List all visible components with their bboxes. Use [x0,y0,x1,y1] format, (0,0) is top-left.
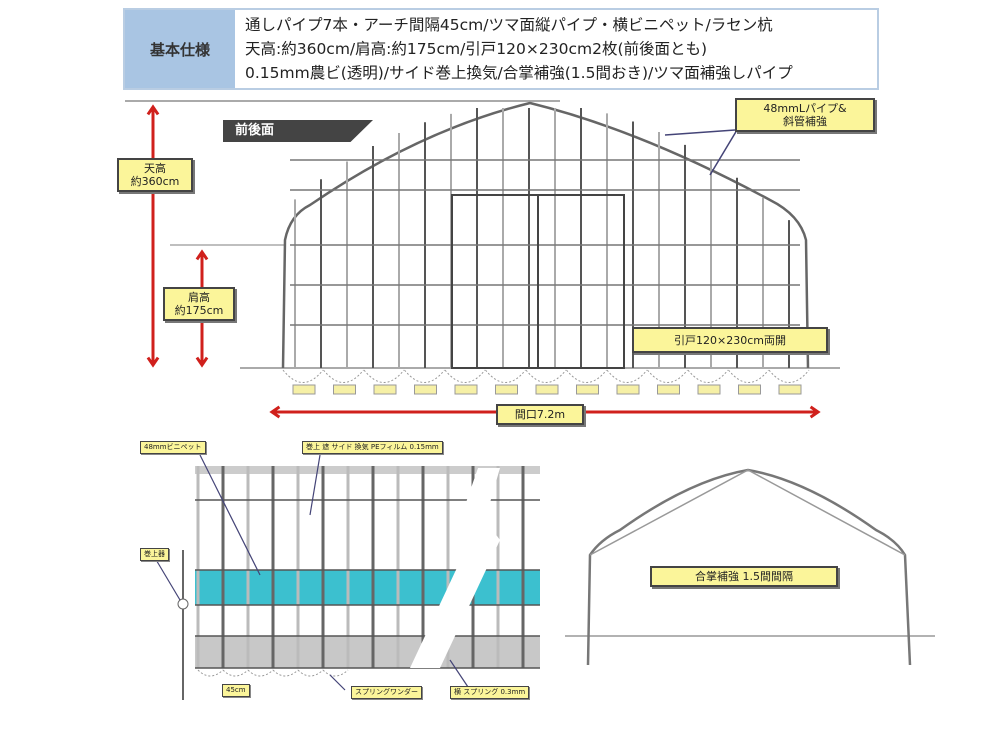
ridge-height-arrow-head [146,104,160,116]
leader-line [329,674,346,691]
winder-label: 巻上器 [140,548,169,561]
spacing-curve [444,369,486,383]
spacing-curve [566,369,607,383]
spec-body: 通しパイプ7本・アーチ間隔45cm/ツマ面縦パイプ・横ビニペット/ラセン杭 天高… [235,10,877,88]
leader-line [154,557,181,601]
spacing-curve [197,669,224,677]
spacing-curve [322,669,349,677]
spacing-curve [404,369,445,383]
spacing-curve [282,369,324,383]
spacing-curve [525,369,567,383]
spec-heading: 基本仕様 [125,10,235,88]
film-label: 巻上 遮 サイド 換気 PEフィルム 0.15mm [302,441,443,454]
spring2-label: 横 スプリング 0.3mm [450,686,530,699]
break-mark [410,468,500,668]
spacing-tag [697,384,721,395]
width-arrow-head [269,405,281,419]
spacing-curve [323,369,364,383]
leader-line [199,454,261,576]
pipe-note-line: 48mmLパイプ& [763,102,847,115]
side-lower-band [195,636,540,668]
spacing-curve [647,369,688,383]
spacing-curve [297,669,324,677]
shoulder-height-arrow-head [195,356,209,368]
spacing-tag [333,384,356,395]
leader-line [449,659,471,691]
spacing-curve [485,369,526,383]
leader-line [309,454,321,516]
spacing-tag [657,384,680,395]
shoulder-height-title: 肩高 [188,291,210,304]
width-label: 間口7.2m [496,404,584,425]
front-view-tag: 前後面 [223,120,373,142]
spacing-curve [606,369,648,383]
leader-line [709,124,741,176]
spacing-tag [576,384,599,395]
spacing-curve [687,369,729,383]
shoulder-height-value: 約175cm [174,304,224,317]
spacing-tag [292,384,316,395]
spacing-curve [272,669,299,677]
spacing-tag [738,384,761,395]
shoulder-height-arrow-head [195,249,209,261]
pipe-note-line: 斜管補強 [783,115,827,128]
shoulder-height-label: 肩高約175cm [163,287,235,321]
door-note-label: 引戸120×230cm両開 [632,327,828,353]
spacing-tag [414,384,437,395]
spacing-tag [454,384,478,395]
spacing-tag [778,384,802,395]
spec-line: 天高:約360cm/肩高:約175cm/引戸120×230cm2枚(前後面とも) [245,40,708,58]
truss-brace [589,469,906,556]
pipe-note-label: 48mmLパイプ&斜管補強 [735,98,875,132]
vinipet-label: 48mmビニペット [140,441,206,454]
spacing-tag [616,384,640,395]
spacing-curve [247,669,274,677]
truss-label: 合掌補強 1.5間間隔 [650,566,838,587]
spring-label: スプリングワンダー [351,686,422,699]
spacing-curve [768,369,810,383]
spacing-curve [363,369,405,383]
side-top-bar [195,466,540,474]
spacing-curve [222,669,249,677]
ridge-height-arrow-head [146,356,160,368]
spacing-tag [373,384,397,395]
winder-handle [177,598,189,610]
leader-line [664,129,736,136]
ridge-height-value: 約360cm [130,175,180,188]
spec-line: 0.15mm農ビ(透明)/サイド巻上換気/合掌補強(1.5間おき)/ツマ面補強し… [245,64,793,82]
spacing-tag [535,384,559,395]
arch-outline [281,101,810,369]
ridge-height-label: 天高約360cm [117,158,193,192]
width-arrow-head [809,405,821,419]
spacing-curve [728,369,769,383]
spacing-tag [495,384,518,395]
spacing-label: 45cm [222,684,250,697]
ridge-height-title: 天高 [144,162,166,175]
spec-line: 通しパイプ7本・アーチ間隔45cm/ツマ面縦パイプ・横ビニペット/ラセン杭 [245,16,773,34]
spec-table: 基本仕様 通しパイプ7本・アーチ間隔45cm/ツマ面縦パイプ・横ビニペット/ラセ… [123,8,879,90]
